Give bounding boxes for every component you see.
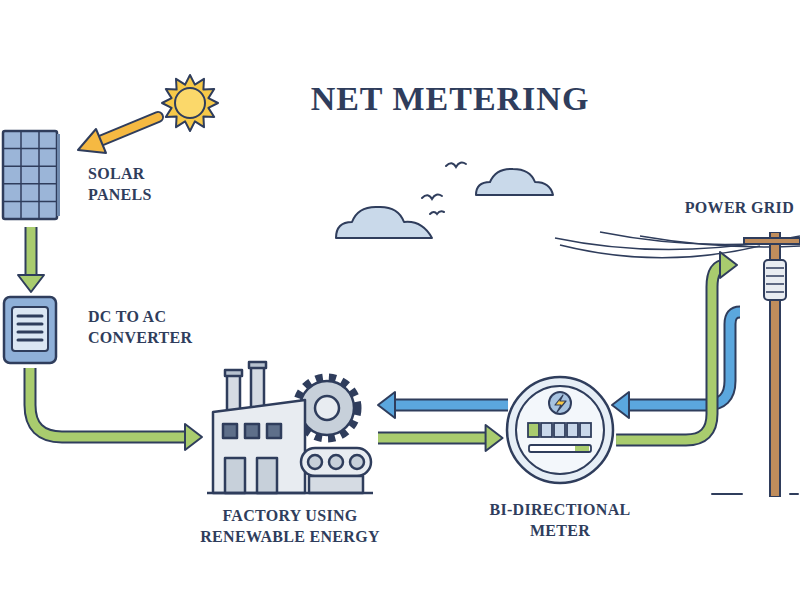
factory-icon xyxy=(205,360,375,495)
diagram-title: NET METERING xyxy=(250,80,650,118)
node-label-box: POWER GRID xyxy=(674,198,794,219)
meter-node: BI-DIRECTIONAL METER xyxy=(505,375,615,485)
arrow-body xyxy=(616,265,726,440)
arrow-head xyxy=(378,392,395,418)
arrow-body xyxy=(627,312,740,405)
converter-icon xyxy=(2,295,58,365)
node-label: DC TO AC CONVERTER xyxy=(88,307,218,349)
arrow-head xyxy=(18,275,44,292)
flow-arrow xyxy=(616,252,737,440)
node-label-box: DC TO AC CONVERTER xyxy=(88,307,218,349)
node-label: FACTORY USING RENEWABLE ENERGY xyxy=(185,506,395,548)
factory-node: FACTORY USING RENEWABLE ENERGY xyxy=(205,360,375,495)
birds xyxy=(422,163,466,214)
arrow-outline xyxy=(30,368,187,437)
sun xyxy=(162,75,218,131)
clouds xyxy=(336,169,553,238)
arrow-outline xyxy=(393,399,508,412)
arrow-head xyxy=(720,252,737,278)
arrow-head xyxy=(612,392,629,418)
flow-arrow xyxy=(18,227,44,292)
solar-panel-node: SOLAR PANELS xyxy=(0,128,62,224)
power-grid-node: POWER GRID xyxy=(740,232,800,497)
converter-node: DC TO AC CONVERTER xyxy=(2,295,58,365)
arrow-outline xyxy=(378,432,488,445)
node-label-box: BI-DIRECTIONAL METER xyxy=(475,500,645,542)
arrow-outline xyxy=(616,265,726,440)
flow-arrow xyxy=(378,392,508,418)
utility-pole-icon xyxy=(740,232,800,497)
flow-arrow xyxy=(612,312,740,418)
ground-lines xyxy=(712,493,798,495)
arrow-outline xyxy=(627,312,740,405)
node-label-box: SOLAR PANELS xyxy=(88,164,188,206)
node-label: SOLAR PANELS xyxy=(88,164,188,206)
arrow-body xyxy=(27,227,36,277)
arrow-head xyxy=(185,424,202,450)
meter-icon xyxy=(505,375,615,485)
power-lines xyxy=(555,232,800,258)
flow-arrow xyxy=(378,425,503,451)
arrow-body xyxy=(30,368,187,437)
node-label-box: FACTORY USING RENEWABLE ENERGY xyxy=(185,506,395,548)
solar-panel-icon xyxy=(0,128,62,224)
arrow-outline xyxy=(25,227,38,277)
arrow-head xyxy=(486,425,503,451)
node-label: POWER GRID xyxy=(674,198,794,219)
arrow-body xyxy=(378,434,488,443)
node-label: BI-DIRECTIONAL METER xyxy=(475,500,645,542)
flow-arrow xyxy=(30,368,202,450)
sun-ray-arrow xyxy=(78,117,158,153)
arrow-body xyxy=(393,401,508,410)
